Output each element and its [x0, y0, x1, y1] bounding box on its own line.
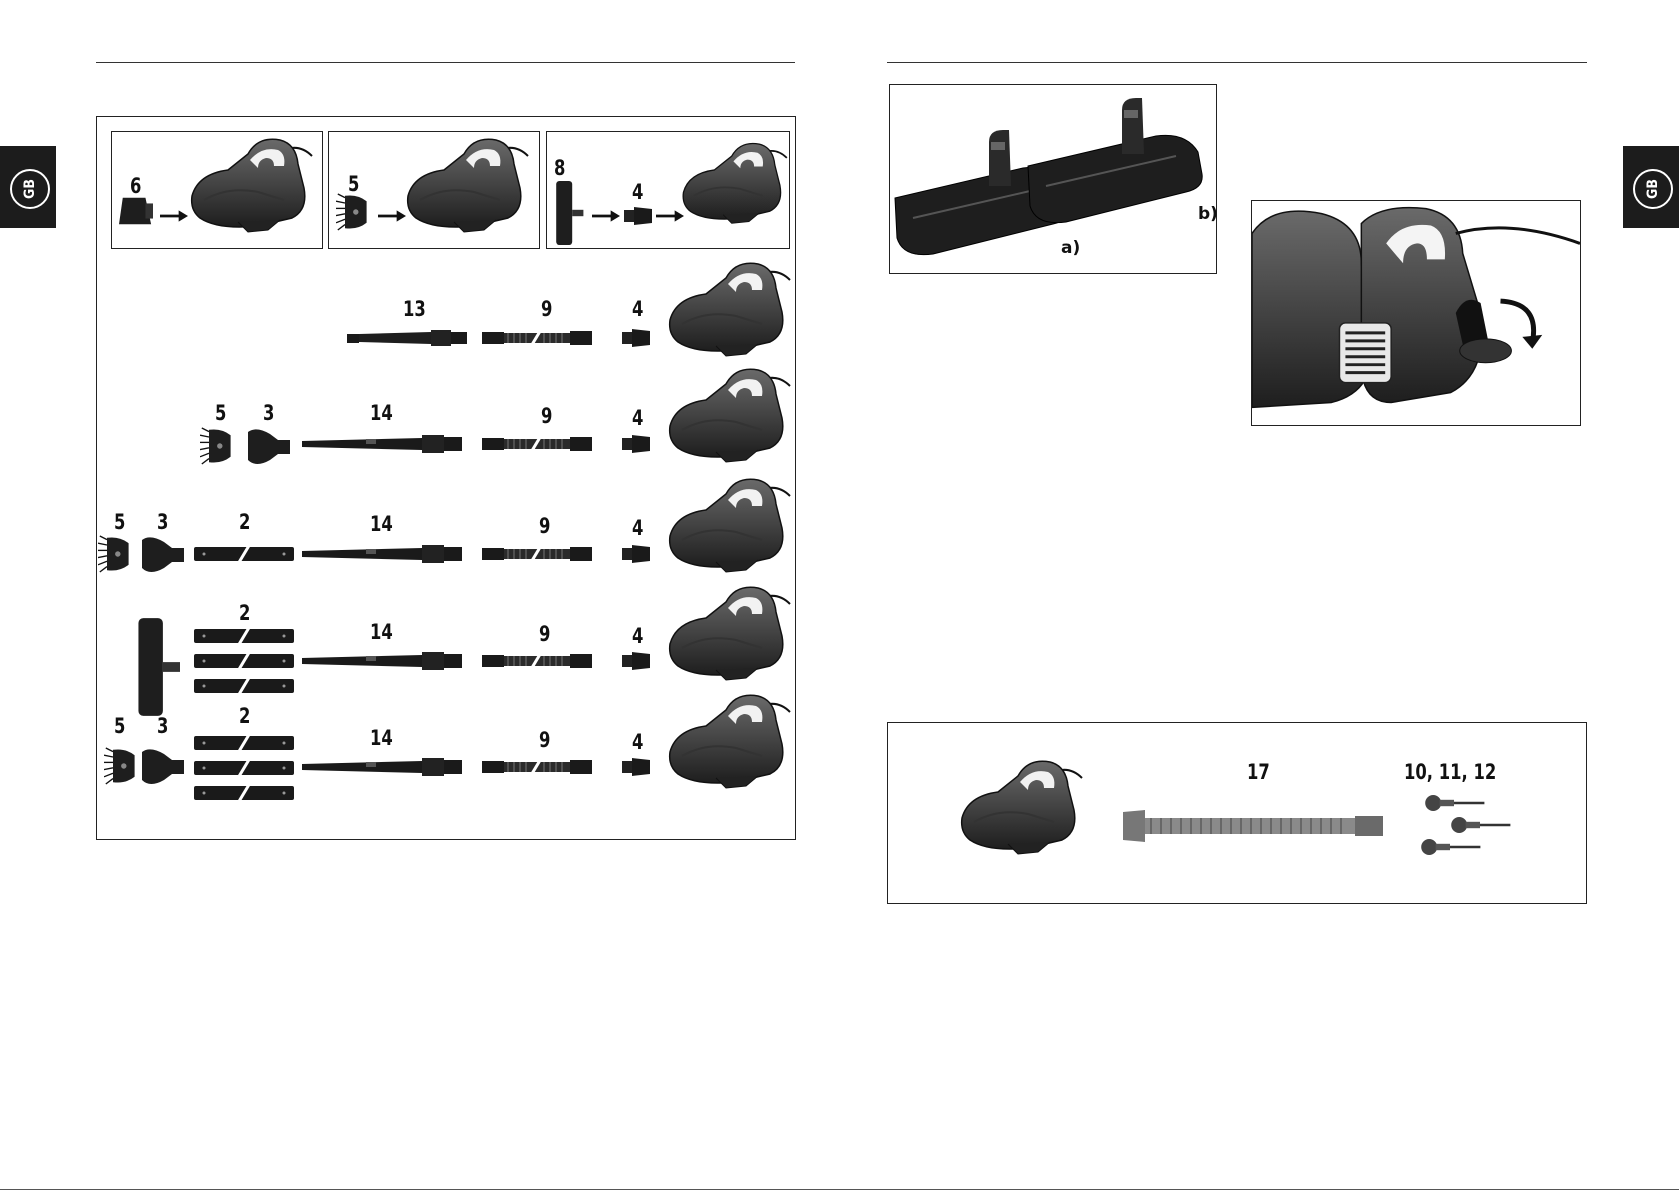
steam-cleaner-rear-view [1252, 202, 1580, 424]
part-number: 4 [632, 730, 643, 754]
flexible-hose-9 [482, 651, 592, 671]
part-number: 13 [403, 297, 426, 321]
round-brush-5 [200, 426, 236, 466]
part-number: 4 [632, 297, 643, 321]
label-a: a) [1061, 238, 1080, 258]
header-rule-left [96, 62, 795, 63]
flexible-hose-9 [482, 544, 592, 564]
gb-badge: GB [10, 169, 50, 209]
adapter-4 [622, 756, 652, 778]
part-number: 14 [370, 512, 393, 536]
part-number: 3 [157, 714, 168, 738]
footer-rule [0, 1189, 1679, 1190]
nozzle-3 [140, 746, 186, 786]
adapter-4 [622, 433, 652, 455]
steam-cleaner-unit [666, 582, 796, 682]
extension-tube-13 [347, 328, 467, 348]
small-nozzle-11 [1448, 814, 1512, 836]
arrow-icon [160, 209, 188, 223]
adapter-4 [624, 205, 654, 227]
extension-tube-2 [194, 758, 294, 778]
flexible-hose-17 [1120, 806, 1386, 846]
part-number: 5 [114, 714, 125, 738]
part-number: 14 [370, 401, 393, 425]
part-number: 9 [539, 514, 550, 538]
flexible-hose-9 [482, 757, 592, 777]
steam-cleaner-unit [666, 364, 796, 464]
steam-cleaner-unit [404, 134, 534, 234]
language-tab-right: GB [1623, 146, 1679, 228]
part-number: 3 [263, 401, 274, 425]
flexible-hose-9 [482, 328, 592, 348]
nozzle-3 [140, 534, 186, 574]
nozzle-label: 10, 11, 12 [1404, 760, 1496, 784]
nozzle-3 [246, 426, 292, 466]
part-number: 14 [370, 620, 393, 644]
flexible-hose-9 [482, 434, 592, 454]
part-number: 9 [539, 622, 550, 646]
part-number: 4 [632, 624, 643, 648]
part-number: 9 [539, 728, 550, 752]
steam-cleaner-unit [680, 136, 792, 228]
part-number: 2 [239, 704, 250, 728]
part-number: 14 [370, 726, 393, 750]
arrow-icon [592, 209, 620, 223]
steam-tube-14 [302, 433, 462, 455]
extension-tube-2 [194, 651, 294, 671]
part-number: 2 [239, 510, 250, 534]
steam-cleaner-unit [188, 134, 318, 234]
round-brush-5 [98, 534, 134, 574]
adapter-4 [622, 650, 652, 672]
adapter-4 [622, 543, 652, 565]
extension-tube-2 [194, 626, 294, 646]
small-nozzle-12 [1418, 836, 1482, 858]
floor-tool-8 [551, 181, 587, 245]
steam-tube-14 [302, 543, 462, 565]
hose-label: 17 [1247, 760, 1270, 784]
small-nozzle-10 [1422, 792, 1486, 814]
part-number: 2 [239, 601, 250, 625]
label-b: b) [1198, 204, 1218, 224]
part-number: 9 [541, 297, 552, 321]
floor-tool-8 [136, 618, 180, 716]
floor-head-b [1026, 96, 1206, 226]
part-number: 8 [554, 156, 565, 180]
part-number: 3 [157, 510, 168, 534]
extension-tube-2 [194, 676, 294, 696]
header-rule-right [887, 62, 1587, 63]
steam-tube-14 [302, 756, 462, 778]
language-tab-left: GB [0, 146, 56, 228]
steam-cleaner-unit [666, 690, 796, 790]
arrow-icon [378, 209, 406, 223]
extension-tube-2 [194, 733, 294, 753]
adapter-4 [622, 327, 652, 349]
part-number: 4 [632, 406, 643, 430]
round-brush-5 [336, 192, 372, 232]
steam-tube-14 [302, 650, 462, 672]
steam-cleaner-unit [666, 258, 796, 358]
part-number: 4 [632, 516, 643, 540]
part-number: 5 [215, 401, 226, 425]
part-number: 9 [541, 404, 552, 428]
round-brush-5 [104, 746, 140, 786]
gb-badge: GB [1633, 169, 1673, 209]
part-number: 5 [114, 510, 125, 534]
steam-cleaner-unit [958, 756, 1088, 856]
steam-nozzle-6 [116, 194, 156, 228]
extension-tube-2 [194, 544, 294, 564]
extension-tube-2 [194, 783, 294, 803]
part-number: 4 [632, 180, 643, 204]
steam-cleaner-unit [666, 474, 796, 574]
